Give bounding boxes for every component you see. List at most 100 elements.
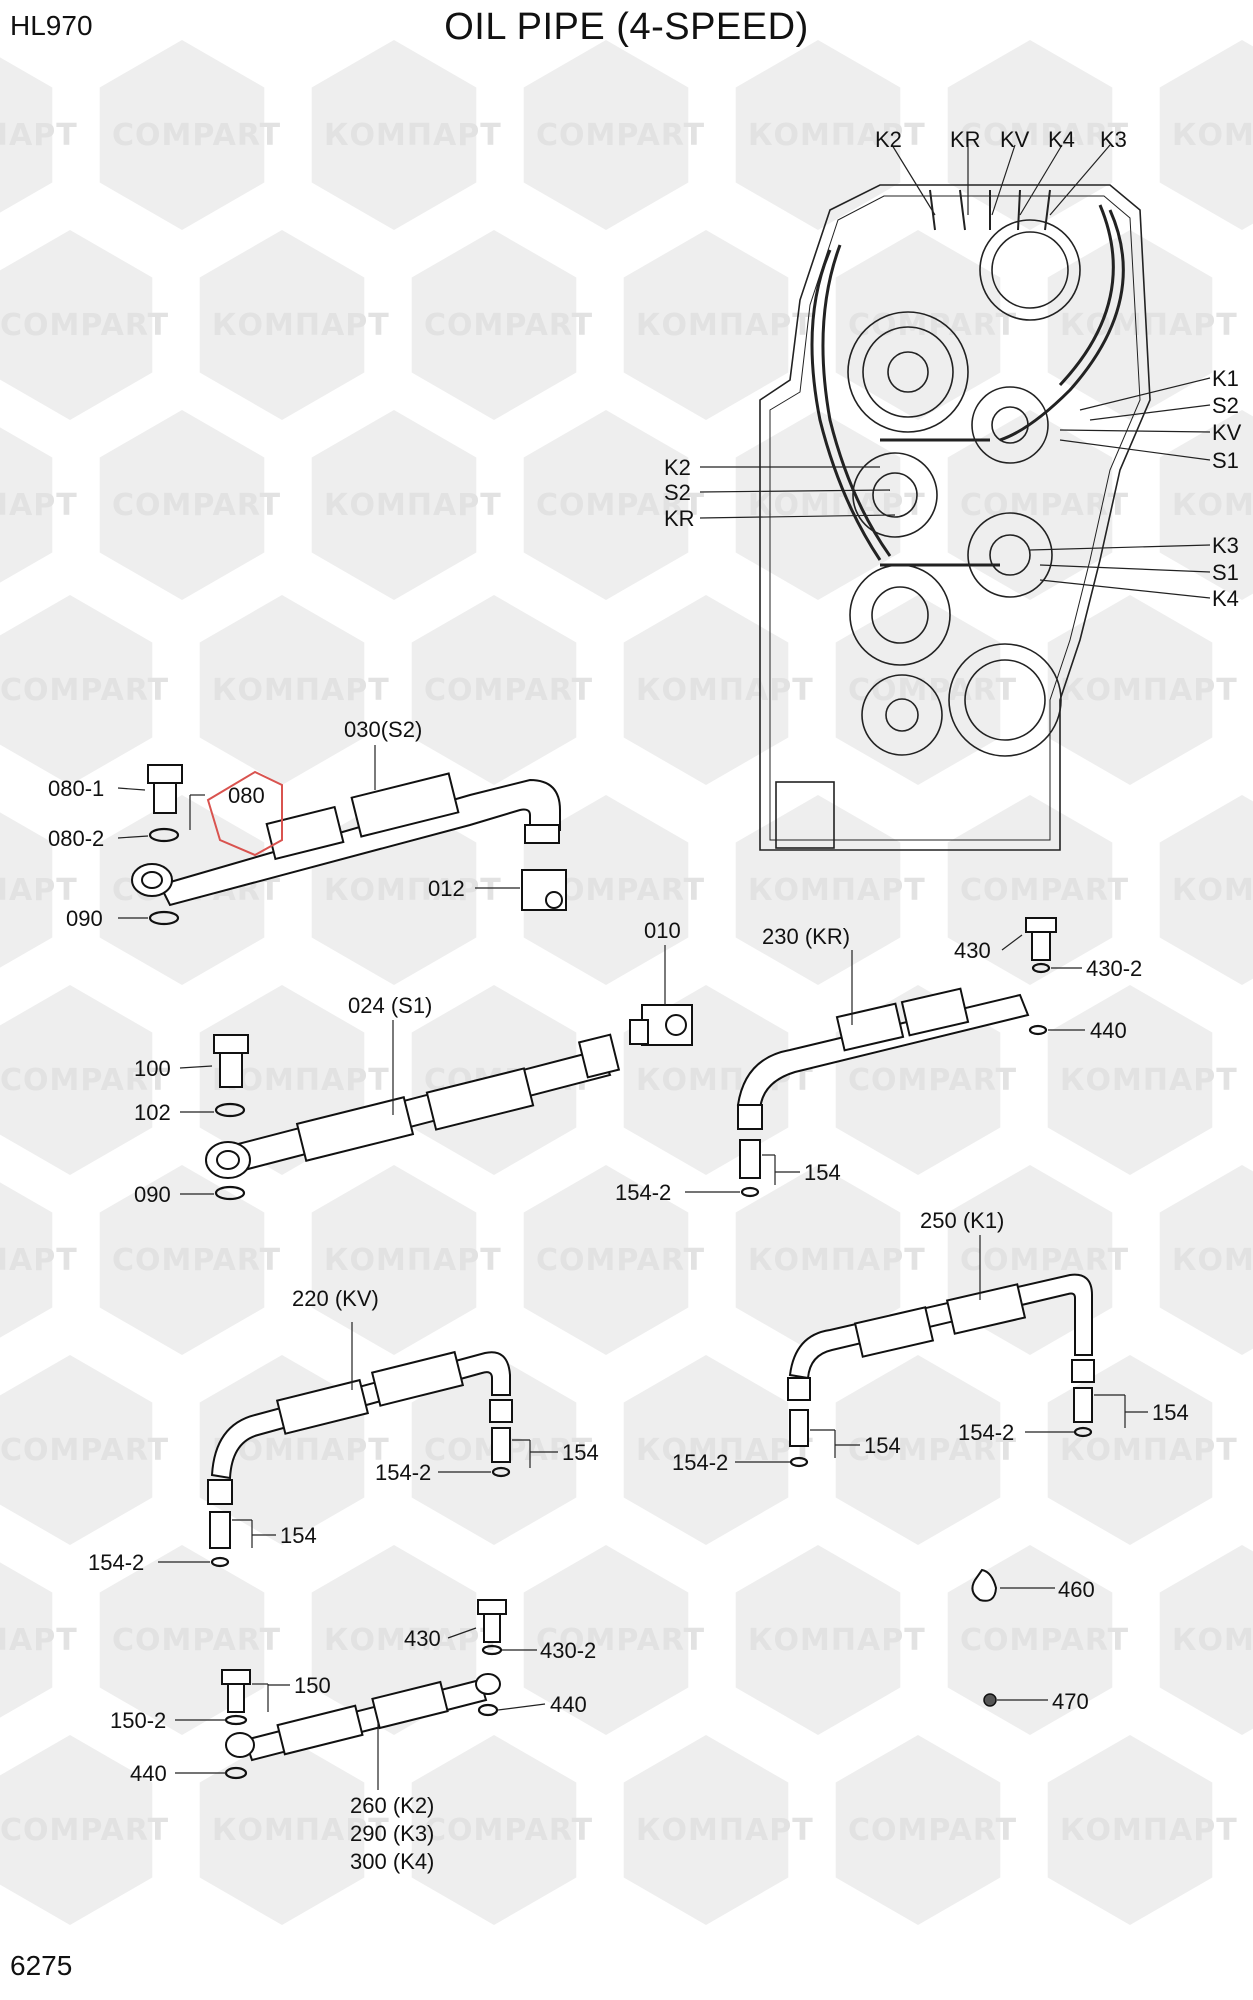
watermark-text: КОМПАРТ [636,1813,814,1848]
watermark-hexagon [735,1165,901,1355]
callout-430-b: 430 [404,1626,441,1651]
watermark-text: COMPART [960,1623,1129,1658]
bolt-430-a[interactable] [1025,917,1057,961]
callout-154-2-d: 154-2 [672,1450,728,1475]
callout-430-2-b: 430-2 [540,1638,596,1663]
watermark-hexagon [623,1735,789,1925]
callout-080-2: 080-2 [48,826,104,851]
callout-440-a: 440 [1090,1018,1127,1043]
watermark-hexagon [835,1735,1001,1925]
trans-label-k1-right: K1 [1212,366,1239,391]
clip-460[interactable] [971,1568,998,1602]
callout-154-2-b: 154-2 [88,1550,144,1575]
washer-430-2-b[interactable] [481,1644,503,1656]
watermark-hexagon [411,230,577,420]
watermark-hexagon [311,410,477,600]
model-name: HL970 [10,10,93,41]
watermark-text: КОМПАРТ [1060,308,1238,343]
watermark-text: COMPART [848,1813,1017,1848]
watermark-hexagon [1159,1545,1253,1735]
transmission-housing [759,184,1151,851]
watermark-hexagon [199,1735,365,1925]
oring-440-b[interactable] [477,1703,499,1717]
trans-label-kr-top: KR [950,127,981,152]
washer-080-2[interactable] [148,827,180,843]
oring-154-2-c[interactable] [491,1466,511,1478]
trans-label-k3-top: K3 [1100,127,1127,152]
transmission-labels: K2 KR KV K4 K3 K1 S2 KV S1 K2 S2 KR K3 S… [664,127,1242,611]
watermark-text: КОМПАРТ [1172,1623,1253,1658]
watermark-text: COMPART [960,118,1129,153]
watermark-text: КОМПАРТ [748,118,926,153]
trans-label-kr-left: KR [664,506,695,531]
watermark-text: КОМПАРТ [0,118,78,153]
oring-154-2-d[interactable] [789,1456,809,1468]
watermark-hexagon [623,1355,789,1545]
watermark-hexagon [835,595,1001,785]
trans-label-s1-right-lower: S1 [1212,560,1239,585]
watermark-text: КОМПАРТ [324,488,502,523]
watermark-text: COMPART [960,1243,1129,1278]
callout-080: 080 [228,783,265,808]
pipe-260-290-300[interactable] [225,1673,501,1762]
watermark-hexagon [523,1165,689,1355]
callout-220-kv: 220 (KV) [292,1286,379,1311]
watermark-text: COMPART [848,308,1017,343]
washer-430-2-a[interactable] [1031,962,1051,974]
oring-440-a[interactable] [1028,1024,1048,1036]
pipe-024-s1[interactable] [205,1033,621,1179]
watermark-text: COMPART [848,1063,1017,1098]
pipe-220-kv[interactable] [207,1350,513,1549]
pipe-030-s2[interactable] [131,772,561,907]
washer-102[interactable] [214,1102,246,1118]
trans-label-k2-top: K2 [875,127,902,152]
watermark-hexagon [1047,230,1213,420]
callout-012: 012 [428,876,465,901]
watermark-text: КОМПАРТ [1060,1063,1238,1098]
callout-440-b: 440 [550,1692,587,1717]
watermark-hexagon [99,1545,265,1735]
watermark-hexagon [1159,1165,1253,1355]
watermark-text: КОМПАРТ [748,1243,926,1278]
trans-label-s2-right: S2 [1212,393,1239,418]
bolt-430-b[interactable] [477,1599,507,1643]
watermark-text: COMPART [536,1243,705,1278]
watermark-hexagon [523,410,689,600]
oring-154-2-a[interactable] [740,1186,760,1198]
watermark-text: КОМПАРТ [748,873,926,908]
oring-154-2-b[interactable] [210,1556,230,1568]
fitting-010[interactable] [629,1004,693,1046]
bolt-100[interactable] [213,1034,249,1088]
callout-080-1: 080-1 [48,776,104,801]
watermark-text: COMPART [0,1063,169,1098]
trans-label-k4-right: K4 [1212,586,1239,611]
highlight-080 [206,770,283,857]
oring-154-2-e[interactable] [1073,1426,1093,1438]
watermark-hexagon [0,57,53,213]
pipe-250-k1[interactable] [787,1273,1095,1447]
bolt-080-1[interactable] [147,764,183,814]
callout-154-b: 154 [280,1523,317,1548]
bolt-150[interactable] [221,1669,251,1713]
fitting-012[interactable] [521,869,567,911]
washer-090-a[interactable] [148,910,180,926]
watermark-hexagon [311,1165,477,1355]
watermark-text: КОМПАРТ [324,1623,502,1658]
watermark-hexagon [0,427,53,583]
page-number: 6275 [10,1950,73,1981]
watermark-text: КОМПАРТ [324,1243,502,1278]
watermark-text: COMPART [424,1813,593,1848]
watermark-text: КОМПАРТ [0,873,78,908]
watermark-text: КОМПАРТ [1060,673,1238,708]
pipe-230-kr[interactable] [736,987,1030,1179]
washer-150-2[interactable] [224,1714,248,1726]
watermark-hexagon [735,1545,901,1735]
nut-470[interactable] [983,1693,997,1707]
callout-leaders [117,745,1148,1790]
watermark-hexagon [947,795,1113,985]
washer-090-b[interactable] [214,1185,246,1201]
watermark-hexagon [311,40,477,230]
callout-090-a: 090 [66,906,103,931]
